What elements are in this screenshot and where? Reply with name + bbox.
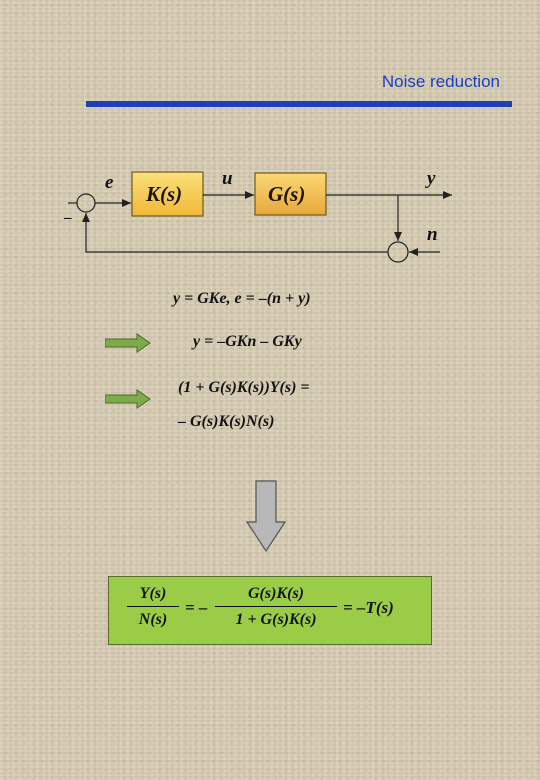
- fraction-lhs: Y(s) N(s): [127, 585, 179, 629]
- equation-3-line-2: – G(s)K(s)N(s): [178, 413, 275, 430]
- wire-feedback: [82, 213, 388, 253]
- minus-sign: –: [64, 210, 72, 226]
- right-arrow-icon: [105, 333, 151, 353]
- block-controller: [131, 171, 204, 217]
- equals-minus: = –: [185, 598, 208, 617]
- lhs-denominator: N(s): [138, 611, 168, 628]
- signal-n-label: n: [427, 224, 438, 245]
- summing-junction-input: [76, 193, 96, 213]
- fraction-rhs: G(s)K(s) 1 + G(s)K(s): [215, 585, 337, 629]
- down-arrow-icon: [246, 480, 286, 552]
- block-plant: [254, 172, 327, 216]
- slide-title: Noise reduction: [381, 72, 500, 91]
- rhs-numerator: G(s)K(s): [215, 585, 337, 607]
- signal-e-label: e: [105, 172, 114, 193]
- signal-u-label: u: [222, 168, 233, 189]
- title-rule: [86, 101, 512, 107]
- equation-3-line-1: (1 + G(s)K(s))Y(s) =: [178, 379, 310, 396]
- summing-junction-noise: [387, 241, 409, 263]
- signal-y-label: y: [427, 168, 436, 189]
- right-arrow-icon: [105, 389, 151, 409]
- block-plant-label: G(s): [268, 182, 306, 206]
- rhs-denominator: 1 + G(s)K(s): [235, 611, 317, 628]
- equation-1: y = GKe, e = –(n + y): [173, 290, 311, 307]
- result-box: Y(s) N(s) = – G(s)K(s) 1 + G(s)K(s) = –T…: [108, 576, 432, 645]
- lhs-numerator: Y(s): [127, 585, 179, 607]
- equals-tail: = –T(s): [343, 598, 394, 617]
- block-controller-label: K(s): [146, 182, 183, 206]
- equation-2: y = –GKn – GKy: [193, 333, 302, 350]
